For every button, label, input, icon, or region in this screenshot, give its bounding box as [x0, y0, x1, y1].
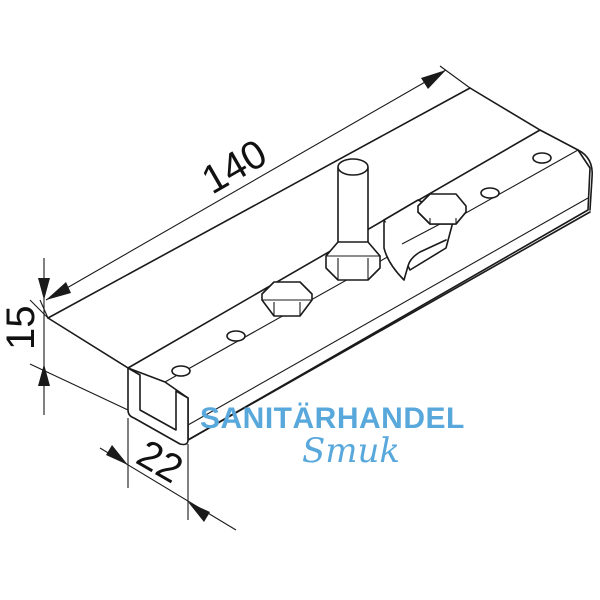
pin-top: [337, 158, 369, 176]
dim-height-ext-bottom: [29, 363, 129, 411]
dim-width-arrow-left: [106, 445, 128, 465]
hole-3: [480, 187, 500, 199]
hex-bolt-right: [417, 193, 467, 225]
dim-width-arrow-right: [188, 502, 210, 522]
dim-length-label: 140: [195, 131, 275, 202]
end-profile: [127, 367, 189, 446]
pin-shaft: [337, 167, 369, 249]
nut-center: [325, 241, 381, 281]
hole-2: [226, 330, 246, 342]
plate-back-edge: [47, 87, 471, 319]
dimension-height: 15: [0, 258, 129, 415]
dim-length-arrow-left: [46, 282, 71, 300]
bolt-right-head: [417, 193, 467, 225]
watermark-logo: SANITÄRHANDEL Smuk: [200, 402, 465, 471]
plate-top-surface: [127, 129, 591, 441]
dim-height-arrow-bottom: [38, 364, 50, 386]
u-channel-profile: [127, 367, 189, 446]
bracket-slot-line: [401, 223, 441, 245]
dim-height-label: 15: [0, 306, 43, 351]
dim-length-arrow-right: [421, 70, 446, 89]
hole-1: [171, 365, 191, 377]
hole-4: [532, 152, 552, 164]
plate-front-edge: [187, 211, 591, 441]
bracket-slot: [383, 221, 447, 281]
plate-right-end: [577, 149, 594, 211]
dim-height-ext-top: [29, 299, 49, 319]
dim-length-ext-right: [439, 65, 471, 89]
hex-bolt-left: [261, 281, 313, 317]
plate-back-edge-2: [469, 87, 541, 131]
plate-front-edge-inner: [187, 197, 589, 426]
bolt-left-head: [261, 281, 313, 317]
pin-with-nut: [325, 158, 381, 281]
dim-length-line: [45, 69, 447, 301]
profile-top-left: [47, 317, 129, 369]
watermark-line1: SANITÄRHANDEL: [200, 402, 465, 435]
dim-height-arrow-top: [38, 278, 50, 300]
mounting-holes: [171, 152, 552, 377]
watermark-line2: Smuk: [302, 431, 400, 471]
